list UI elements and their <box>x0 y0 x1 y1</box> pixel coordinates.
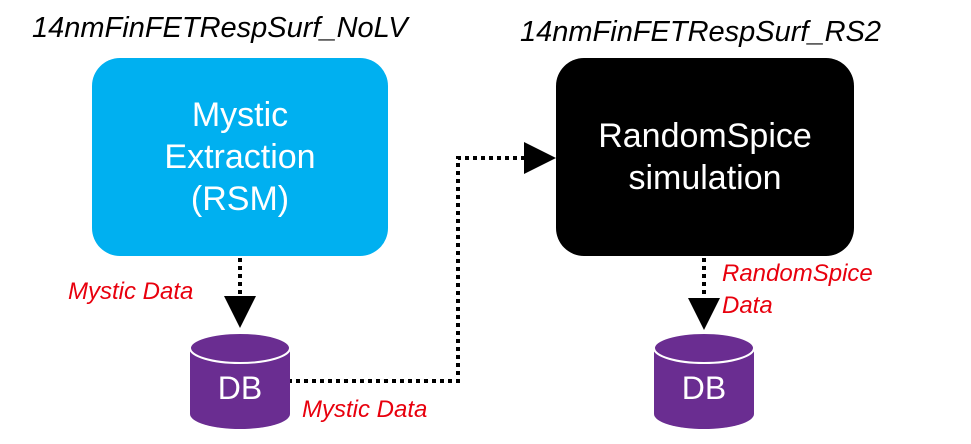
db-to-randomspice-arrow <box>288 142 556 383</box>
mystic-box-line-2: Extraction <box>164 138 316 176</box>
randomspice-box-line-2: simulation <box>628 159 782 197</box>
mystic-data-label-bottom: Mystic Data <box>302 396 428 423</box>
randomspice-data-label-line-2: Data <box>722 292 773 319</box>
database-icon-right: DB <box>653 332 755 430</box>
randomspice-data-label: RandomSpice Data <box>722 258 873 322</box>
database-icon-left: DB <box>189 332 291 430</box>
randomspice-simulation-box: RandomSpice simulation <box>556 58 854 256</box>
database-label-left: DB <box>217 370 263 406</box>
randomspice-data-label-line-1: RandomSpice <box>722 260 873 287</box>
randomspice-box-line-1: RandomSpice <box>598 117 812 155</box>
database-label-right: DB <box>681 370 727 406</box>
mystic-box-line-1: Mystic <box>191 96 289 134</box>
right-title: 14nmFinFETRespSurf_RS2 <box>520 16 882 48</box>
left-title: 14nmFinFETRespSurf_NoLV <box>32 12 408 44</box>
mystic-extraction-box: Mystic Extraction (RSM) <box>92 58 388 256</box>
mystic-data-label-top: Mystic Data <box>68 278 194 305</box>
database-cylinder-right <box>653 332 755 429</box>
database-cylinder-left <box>189 332 291 429</box>
mystic-box-line-3: (RSM) <box>190 180 290 218</box>
